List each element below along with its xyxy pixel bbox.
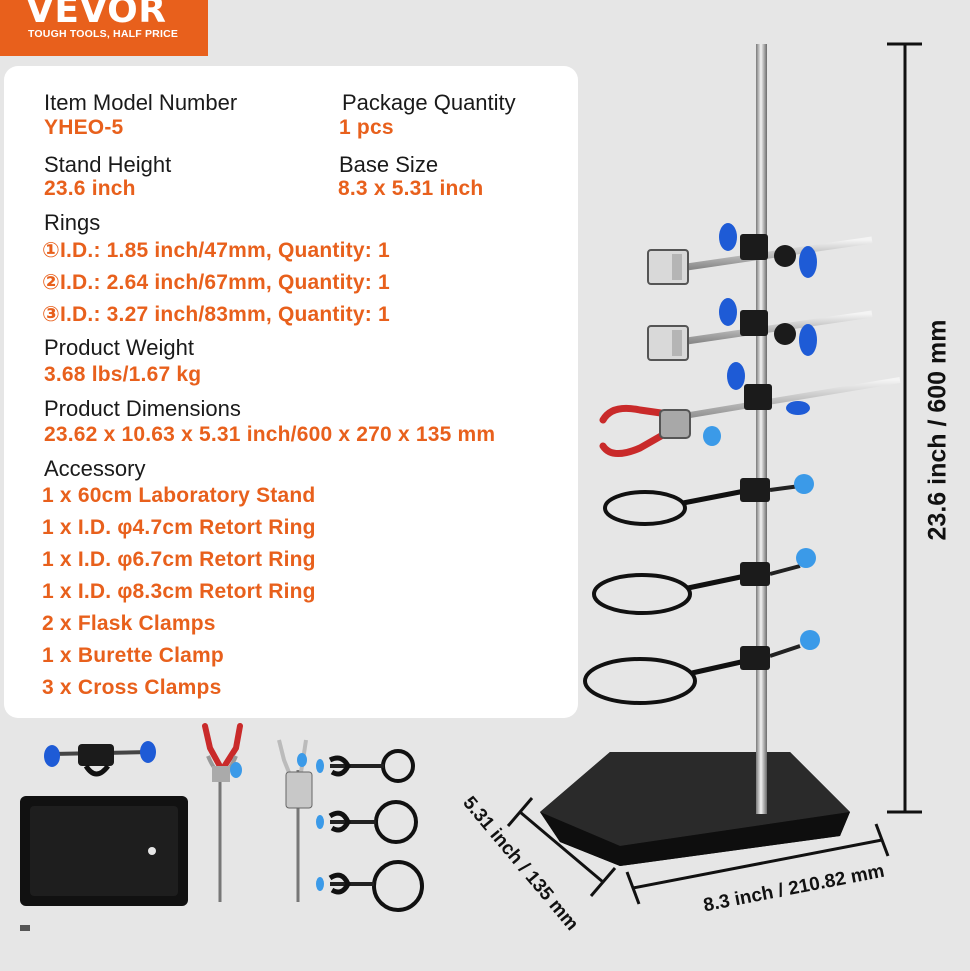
ring-spec-2: ②I.D.: 2.64 inch/67mm, Quantity: 1 — [42, 271, 390, 294]
weight-value: 3.68 lbs/1.67 kg — [44, 363, 202, 386]
quantity-label: Package Quantity — [342, 90, 516, 115]
burette-clamp-part — [277, 739, 313, 902]
height-value: 23.6 inch — [44, 177, 136, 200]
dimensions-value: 23.62 x 10.63 x 5.31 inch/600 x 270 x 13… — [44, 423, 496, 446]
flask-clamp-part — [202, 723, 243, 902]
weight-label: Product Weight — [44, 335, 195, 360]
cross-clamp-part — [44, 741, 156, 777]
quantity-value: 1 pcs — [339, 116, 394, 139]
width-dimension-line — [625, 823, 890, 905]
accessory-label: Accessory — [44, 456, 146, 481]
model-label: Item Model Number — [44, 90, 238, 115]
stand-base — [540, 752, 850, 866]
height-dimension-label: 23.6 inch / 600 mm — [923, 319, 952, 541]
accessory-item: 1 x I.D. φ8.3cm Retort Ring — [42, 580, 316, 603]
accessory-item: 3 x Cross Clamps — [42, 676, 222, 699]
flask-clamp — [647, 223, 873, 285]
retort-ring-medium — [592, 548, 816, 615]
dimensions-label: Product Dimensions — [44, 396, 241, 421]
height-label: Stand Height — [44, 152, 172, 177]
retort-ring-small — [603, 474, 814, 526]
base-value: 8.3 x 5.31 inch — [338, 177, 484, 200]
flask-clamp — [647, 298, 873, 361]
brand-name: VEVOR — [26, 0, 167, 31]
ring-spec-1: ①I.D.: 1.85 inch/47mm, Quantity: 1 — [42, 239, 390, 262]
vevor-logo: VEVOR TOUGH TOOLS, HALF PRICE — [0, 0, 208, 56]
base-plate-part — [20, 796, 188, 906]
rings-label: Rings — [44, 210, 101, 235]
base-label: Base Size — [339, 152, 439, 177]
ring-part-large — [316, 860, 424, 912]
vertical-rod — [756, 44, 767, 814]
accessory-item: 1 x I.D. φ4.7cm Retort Ring — [42, 516, 316, 539]
accessory-item: 2 x Flask Clamps — [42, 612, 216, 635]
accessory-item: 1 x I.D. φ6.7cm Retort Ring — [42, 548, 316, 571]
ring-part-small — [316, 749, 415, 783]
accessory-item: 1 x Burette Clamp — [42, 644, 224, 667]
burette-clamp — [599, 362, 901, 457]
ring-part-medium — [316, 800, 418, 844]
model-value: YHEO-5 — [44, 116, 124, 139]
ring-spec-3: ③I.D.: 3.27 inch/83mm, Quantity: 1 — [42, 303, 390, 326]
spec-card: Item Model Number YHEO-5 Package Quantit… — [4, 66, 578, 718]
depth-dimension-line — [506, 797, 617, 897]
height-dimension-line — [887, 42, 922, 814]
retort-ring-large — [583, 630, 820, 705]
brand-tagline: TOUGH TOOLS, HALF PRICE — [28, 28, 179, 40]
accessory-item: 1 x 60cm Laboratory Stand — [42, 484, 316, 507]
